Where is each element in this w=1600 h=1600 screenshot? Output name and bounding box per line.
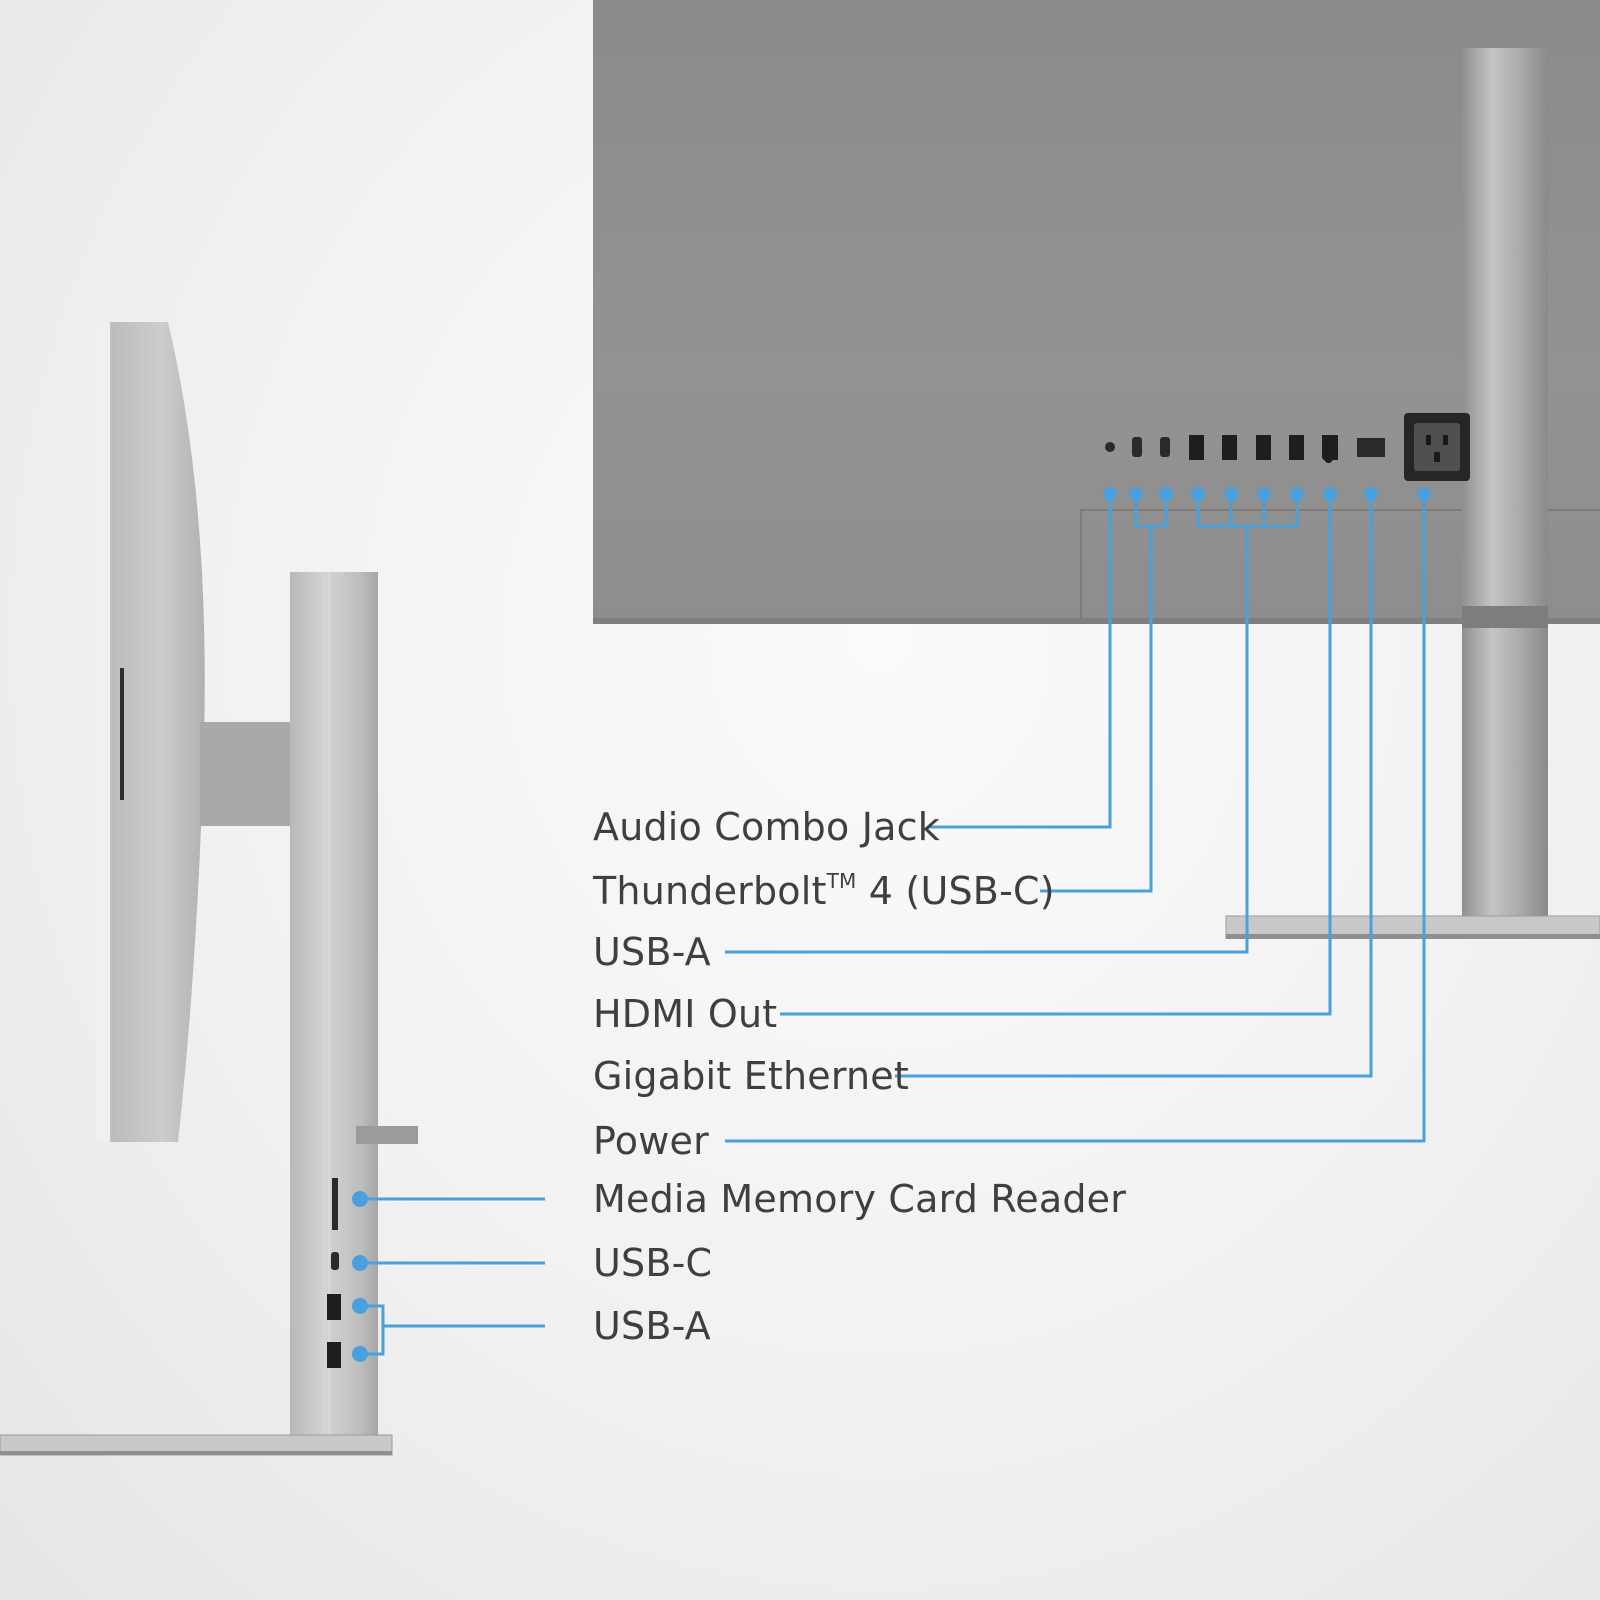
usb-c-port-icon xyxy=(331,1252,339,1270)
callout-dot xyxy=(1257,487,1271,501)
callout-dot xyxy=(1417,487,1431,501)
side-stand-clip xyxy=(356,1126,418,1144)
callout-line-thunderbolt xyxy=(1040,526,1153,893)
callout-dot xyxy=(1103,487,1117,501)
callout-dots xyxy=(352,487,1431,1362)
callout-dot xyxy=(1191,487,1205,501)
side-monitor-view xyxy=(0,322,418,1456)
callout-dot xyxy=(352,1298,368,1314)
thunderbolt-port-icon xyxy=(1160,437,1170,457)
rear-io-recess xyxy=(1080,509,1600,624)
audio-jack-icon xyxy=(1105,442,1115,452)
label-power: Power xyxy=(593,1119,709,1163)
label-usb-c: USB-C xyxy=(593,1241,713,1285)
callout-line-hdmi xyxy=(780,494,1332,1016)
label-audio-combo-jack: Audio Combo Jack xyxy=(593,805,940,849)
usb-a-port-icon xyxy=(1222,435,1237,460)
label-hdmi-out: HDMI Out xyxy=(593,992,778,1036)
callout-bracket-side-usb-a xyxy=(360,1304,385,1356)
ethernet-port-icon xyxy=(1357,438,1385,457)
callout-dot xyxy=(352,1346,368,1362)
usb-a-port-icon xyxy=(1289,435,1304,460)
usb-a-port-icon xyxy=(327,1342,341,1368)
side-monitor-slot xyxy=(120,668,124,800)
rear-port-icons xyxy=(1105,413,1470,481)
label-thunderbolt: ThunderboltTM 4 (USB-C) xyxy=(593,869,1055,913)
hdmi-port-icon xyxy=(1322,435,1338,463)
callout-lines xyxy=(360,494,1426,1356)
monitor-bottom-edge xyxy=(593,618,1600,624)
callout-dot xyxy=(1129,487,1143,501)
label-side-usb-a: USB-A xyxy=(593,1304,711,1348)
usb-a-port-icon xyxy=(327,1294,341,1320)
monitor-back-panel xyxy=(593,0,1600,624)
callout-line-ethernet xyxy=(895,494,1373,1078)
callout-line-usb-a xyxy=(725,526,1249,954)
rear-monitor-view xyxy=(593,0,1600,939)
rear-stand-pole xyxy=(1462,48,1548,918)
callout-line-audio xyxy=(928,494,1112,829)
side-hinge-arm xyxy=(200,722,296,826)
card-reader-slot-icon xyxy=(332,1178,338,1230)
rear-stand-collar xyxy=(1462,606,1548,628)
thunderbolt-port-icon xyxy=(1132,437,1142,457)
side-port-icons xyxy=(327,1178,341,1368)
side-stand-pole xyxy=(290,572,378,1437)
callout-dot xyxy=(352,1191,368,1207)
label-gigabit-ethernet: Gigabit Ethernet xyxy=(593,1054,909,1098)
label-usb-a: USB-A xyxy=(593,930,711,974)
label-media-card-reader: Media Memory Card Reader xyxy=(593,1177,1127,1221)
callout-dot xyxy=(1290,487,1304,501)
callout-dot xyxy=(352,1255,368,1271)
side-monitor-body xyxy=(96,322,205,1142)
callout-dot xyxy=(1364,487,1378,501)
usb-a-port-icon xyxy=(1256,435,1271,460)
callout-line-power xyxy=(725,494,1426,1143)
callout-dot xyxy=(1323,487,1337,501)
callout-dot xyxy=(1224,487,1238,501)
usb-a-port-icon xyxy=(1189,435,1204,460)
callout-dot xyxy=(1159,487,1173,501)
